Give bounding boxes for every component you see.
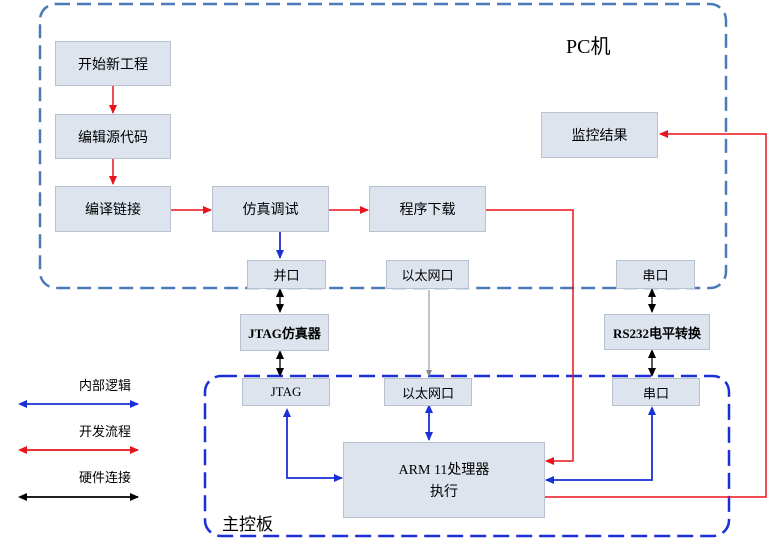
board-region (203, 374, 731, 538)
compile-link-box: 编译链接 (55, 186, 171, 232)
arm-processor-box: ARM 11处理器 执行 (343, 442, 545, 518)
serial-board-box: 串口 (612, 378, 700, 406)
rs232-box: RS232电平转换 (604, 314, 710, 350)
arrow-serial-arm (545, 406, 656, 484)
ethernet-pc-box: 以太网口 (386, 260, 469, 289)
serial-pc-box: 串口 (616, 260, 695, 289)
edit-source-box: 编辑源代码 (55, 114, 171, 159)
pc-region (38, 2, 728, 290)
board-region-title: 主控板 (222, 515, 273, 534)
arrow-arm-to-monitor (544, 130, 767, 498)
arrow-download-to-arm (486, 209, 574, 465)
legend-dev-label: 开发流程 (79, 424, 132, 439)
sim-debug-box: 仿真调试 (212, 186, 329, 232)
parallel-port-box: 并口 (247, 260, 326, 289)
jtag-box: JTAG (242, 378, 330, 406)
legend-hw-label: 硬件连接 (79, 470, 132, 485)
monitor-box: 监控结果 (541, 112, 658, 158)
arm-execute-label: 执行 (430, 485, 458, 500)
jtag-emulator-box: JTAG仿真器 (240, 314, 329, 351)
legend-internal-label: 内部逻辑 (79, 378, 132, 393)
pc-region-title: PC机 (566, 36, 611, 58)
ethernet-board-box: 以太网口 (384, 378, 472, 406)
download-box: 程序下载 (369, 186, 486, 232)
new-project-box: 开始新工程 (55, 41, 171, 86)
arrow-jtag-arm (283, 408, 343, 482)
arm-processor-label: ARM 11处理器 (398, 463, 490, 478)
